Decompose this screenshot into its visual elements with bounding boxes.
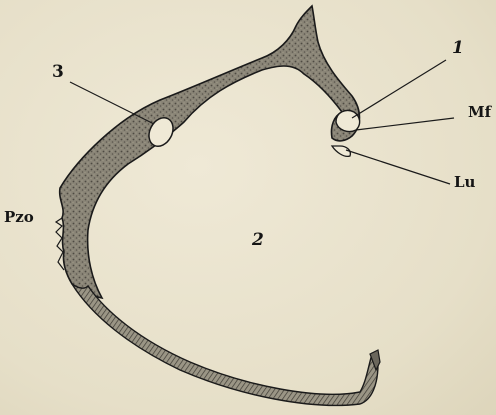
leader-line-mf xyxy=(356,118,454,130)
label-pzo: Pzo xyxy=(4,210,34,225)
label-2: 2 xyxy=(252,232,264,249)
label-mf: Mf xyxy=(468,105,491,120)
label-3: 3 xyxy=(52,64,64,81)
label-lu: Lu xyxy=(454,175,475,190)
lower-lamina-shape xyxy=(72,284,378,405)
leader-line-1 xyxy=(352,60,446,118)
lu-notch-shape xyxy=(332,146,350,156)
leader-line-3 xyxy=(70,82,154,124)
bone-wall-shape xyxy=(60,6,360,298)
leader-line-lu xyxy=(346,150,450,184)
cavity-1-opening xyxy=(336,110,360,131)
label-1: 1 xyxy=(452,40,464,57)
